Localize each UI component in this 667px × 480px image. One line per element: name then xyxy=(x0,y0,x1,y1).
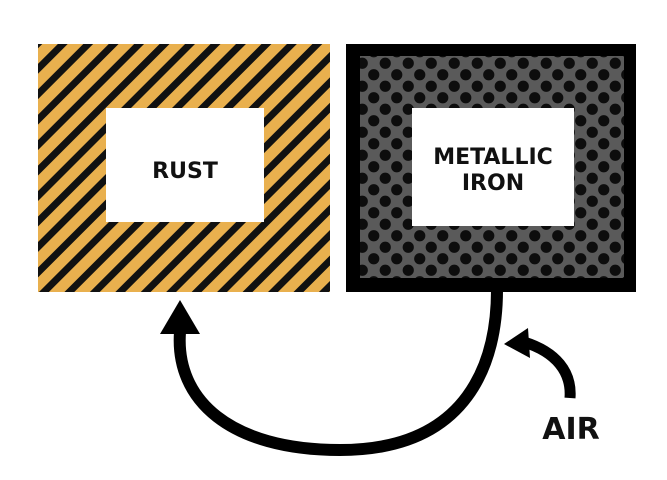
air-arrowhead xyxy=(504,328,530,358)
oxidation-arrowhead xyxy=(160,300,200,334)
rust-box-inner xyxy=(106,108,264,222)
iron-label-line1: METALLIC xyxy=(433,145,553,170)
rust-label: RUST xyxy=(152,159,218,184)
rust-box: RUST xyxy=(38,44,330,292)
air-arrow xyxy=(522,336,576,399)
iron-label-line2: IRON xyxy=(462,171,524,196)
iron-box-inner xyxy=(412,108,574,226)
oxidation-arrow xyxy=(173,289,503,457)
air-label: AIR xyxy=(542,412,599,447)
iron-box: METALLIC IRON xyxy=(346,44,636,292)
